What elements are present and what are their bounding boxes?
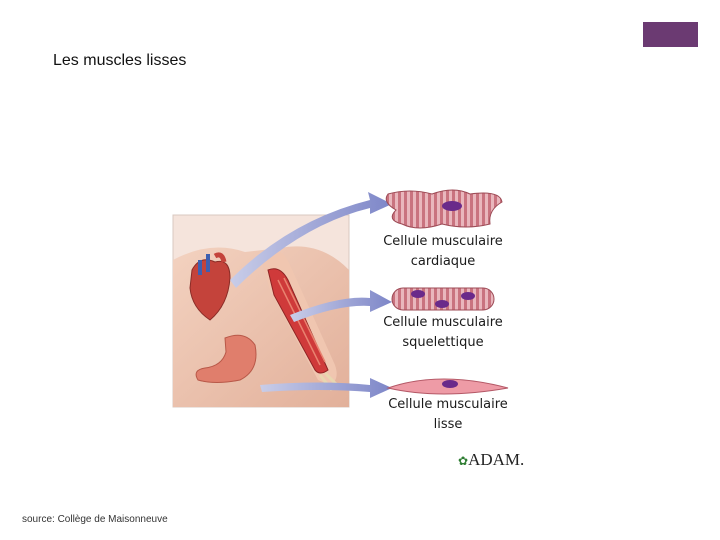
cardiac-cell (385, 189, 503, 229)
cardiac-label-line1: Cellule musculaire (383, 234, 503, 249)
skeletal-cell (391, 287, 495, 311)
skeletal-cell-label: Cellule musculaire squelettique (368, 313, 518, 353)
smooth-label-line2: lisse (433, 417, 463, 432)
arrows (230, 192, 392, 398)
smooth-cell-label: Cellule musculaire lisse (373, 395, 523, 435)
leaf-icon: ✿ (458, 454, 469, 468)
skeletal-label-line1: Cellule musculaire (383, 315, 503, 330)
arrow-to-cardiac (230, 192, 392, 288)
slide-title: Les muscles lisses (53, 52, 187, 69)
source-credit: source: Collège de Maisonneuve (22, 514, 168, 525)
corner-accent-block (643, 22, 698, 47)
adam-logo-text: ADAM. (468, 450, 525, 469)
muscle-figure: Cellule musculaire cardiaque Cellule mus… (170, 180, 550, 480)
muscle-illustration (172, 189, 509, 408)
smooth-cell (386, 378, 509, 395)
arrow-to-skeletal (290, 290, 392, 322)
smooth-label-line1: Cellule musculaire (388, 397, 508, 412)
skeletal-label-line2: squelettique (402, 335, 484, 350)
adam-logo: ✿ADAM. (458, 450, 524, 470)
cardiac-label-line2: cardiaque (410, 254, 476, 269)
arrow-to-smooth (260, 378, 392, 398)
cardiac-cell-label: Cellule musculaire cardiaque (368, 232, 518, 272)
